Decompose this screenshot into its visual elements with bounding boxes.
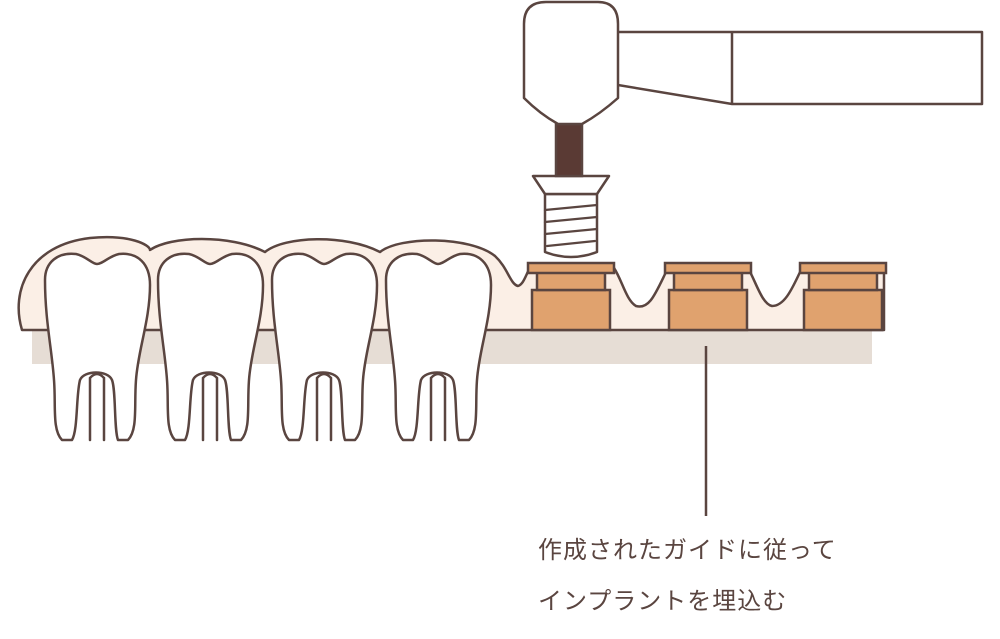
caption-line-1: 作成されたガイドに従って (538, 536, 837, 564)
caption-line-2: インプラントを埋込む (538, 587, 788, 615)
dental-handpiece-icon (522, 0, 984, 126)
tooth-1 (43, 252, 152, 442)
tooth-2 (156, 252, 265, 442)
guide-sleeve-2 (663, 261, 753, 332)
guide-sleeve-1 (526, 261, 616, 332)
guide-sleeve-3 (798, 261, 888, 332)
implant-screw-icon (531, 174, 611, 259)
tooth-root-lines (88, 372, 447, 442)
tooth-3 (270, 252, 379, 442)
tooth-4 (384, 252, 493, 442)
drill-bit (554, 122, 584, 178)
